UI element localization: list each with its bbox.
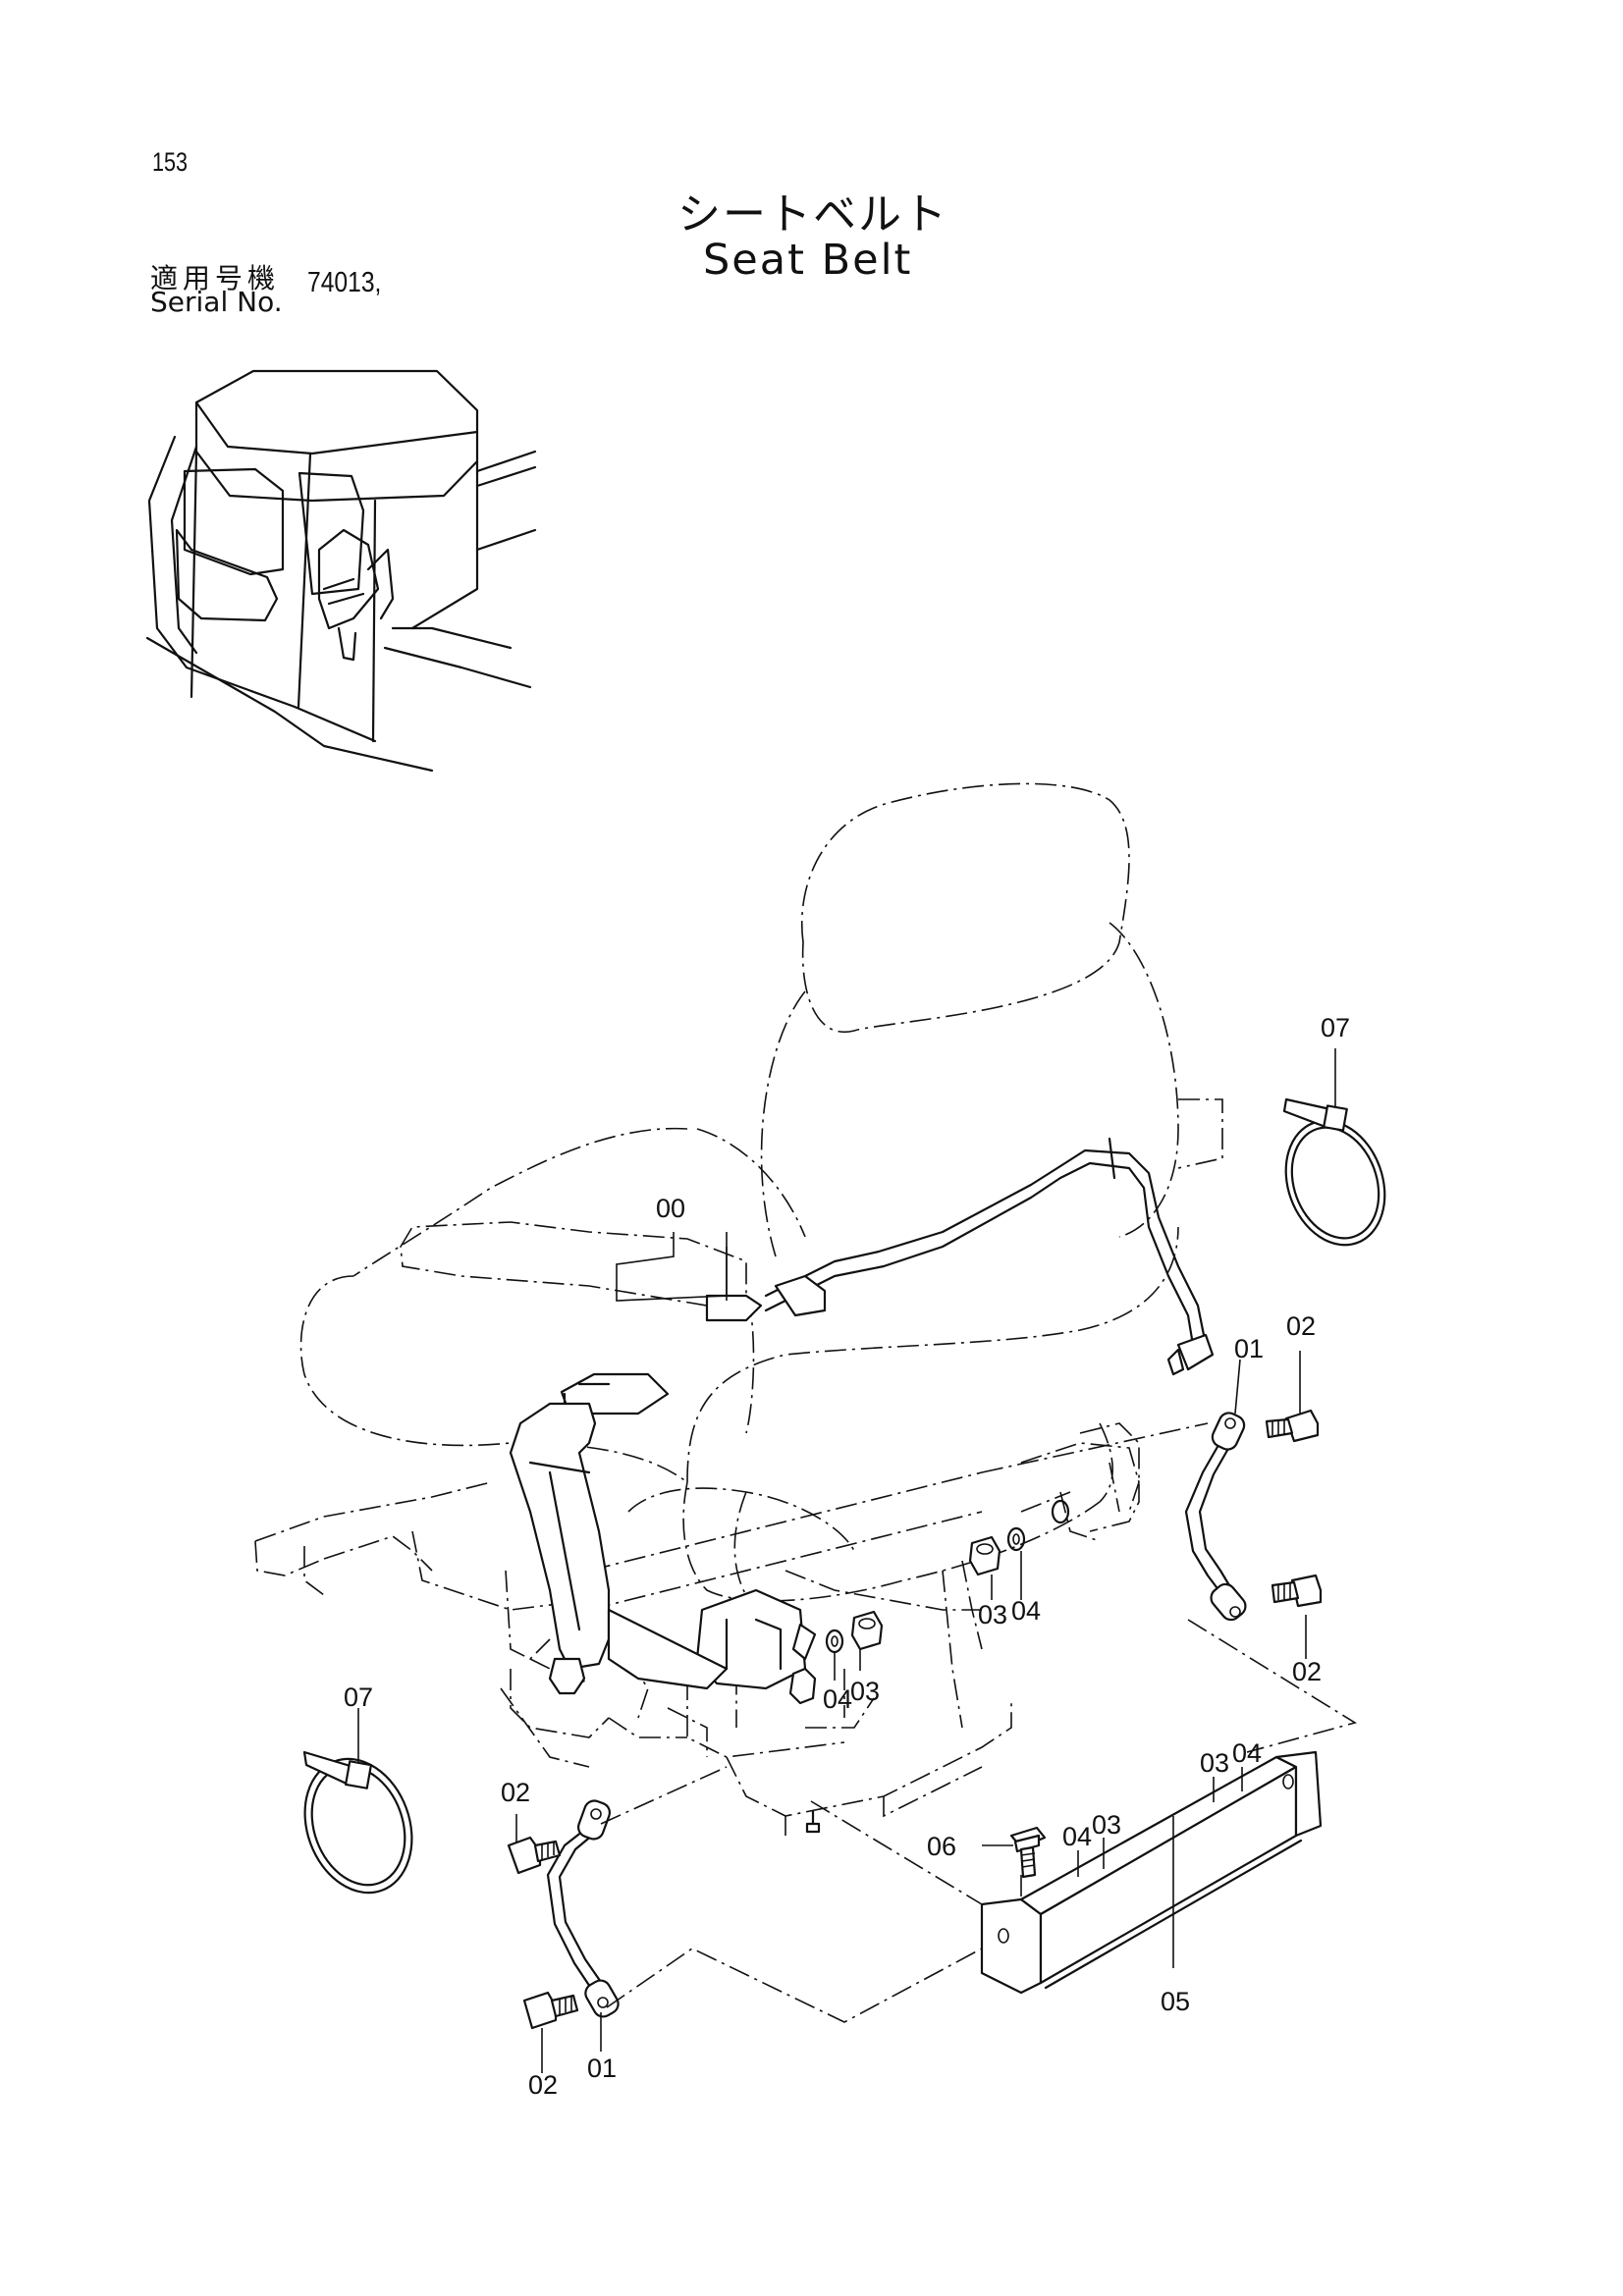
callout-07-lower: 07 <box>344 1682 373 1712</box>
bolt-02-upper-right <box>1265 1409 1320 1443</box>
callout-04-center-right: 04 <box>1011 1596 1041 1626</box>
callout-04-bracket-right: 04 <box>1232 1738 1262 1768</box>
page-number: 153 <box>152 147 189 177</box>
callout-02-lower-left: 02 <box>528 2070 558 2100</box>
leader-lines <box>357 1048 1336 2073</box>
callout-02-upper-right: 02 <box>1286 1311 1316 1341</box>
callout-02-lower-right: 02 <box>1292 1657 1322 1686</box>
callout-03-center-right: 03 <box>978 1600 1007 1629</box>
cable-tie-lower <box>302 1750 413 1895</box>
callout-02-upper-left: 02 <box>501 1778 530 1807</box>
bolt-02-lower-left <box>522 1991 579 2030</box>
washer-04-center-right <box>1006 1526 1026 1552</box>
bolt-06 <box>1009 1826 1047 1879</box>
assembly-phantom-lines <box>600 1422 1357 2023</box>
cable-tie-upper <box>1282 1097 1386 1247</box>
washer-04-center-left <box>825 1629 844 1654</box>
callout-labels: 00 07 07 01 01 02 02 02 02 03 03 03 03 0… <box>344 1013 1350 2100</box>
nut-03-center-right <box>968 1535 1001 1576</box>
callout-05: 05 <box>1161 1987 1190 2016</box>
callout-04-center-left: 04 <box>823 1684 852 1714</box>
serial-number: 74013, <box>307 267 382 298</box>
parts <box>302 1097 1386 2030</box>
serial-label-english: Serial No. <box>150 286 283 318</box>
nut-03-center-left <box>850 1610 884 1651</box>
callout-06: 06 <box>927 1832 956 1861</box>
callout-01-left: 01 <box>587 2054 617 2083</box>
callout-03-center-left: 03 <box>850 1677 880 1706</box>
cab-inset-illustration <box>145 369 537 773</box>
callout-03-bracket-right: 03 <box>1200 1748 1229 1778</box>
callout-04-bracket-left: 04 <box>1062 1822 1092 1851</box>
page-title-english: Seat Belt <box>703 236 913 285</box>
ground-cable-left <box>546 1799 620 2018</box>
mounting-bracket-05 <box>980 1750 1323 1995</box>
frame-clip <box>788 1667 817 1705</box>
callout-03-bracket-left: 03 <box>1092 1810 1121 1840</box>
page-title-japanese: シートベルト <box>677 189 948 240</box>
washer-04-frame <box>1051 1499 1070 1524</box>
bolt-02-upper-left <box>507 1836 562 1875</box>
seat-belt-assembly <box>509 1137 1215 1695</box>
locating-pin-marker <box>805 1809 821 1834</box>
callout-01-right: 01 <box>1234 1334 1264 1363</box>
bolt-02-lower-right <box>1271 1574 1323 1608</box>
ground-cable-right <box>1184 1412 1247 1622</box>
callout-07-upper: 07 <box>1321 1013 1350 1042</box>
callout-00: 00 <box>656 1194 685 1223</box>
operator-seat-outline <box>299 782 1223 1621</box>
seat-base-frame-outline <box>254 1442 1140 1836</box>
serial-label-japanese: 適用号機 <box>150 262 281 294</box>
